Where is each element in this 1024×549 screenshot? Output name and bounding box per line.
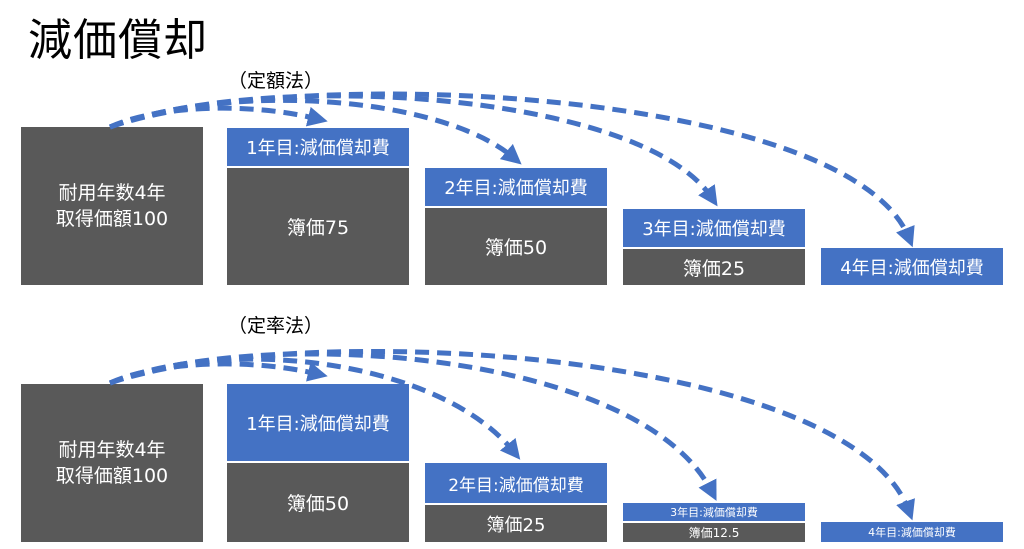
- straight-line-base-box: 耐用年数4年 取得価額100: [21, 127, 203, 285]
- sl-year4-expense: 4年目:減価償却費: [821, 248, 1003, 285]
- sl-year1-expense: 1年目:減価償却費: [227, 128, 409, 166]
- base-acquisition-cost: 取得価額100: [55, 208, 169, 230]
- base-acquisition-cost: 取得価額100: [55, 465, 169, 487]
- declining-balance-base-box: 耐用年数4年 取得価額100: [21, 384, 203, 542]
- sl-year2-book-value: 簿価50: [425, 208, 607, 285]
- sl-year3-book-value: 簿価25: [623, 249, 805, 285]
- db-year2-expense: 2年目:減価償却費: [425, 463, 607, 503]
- straight-line-label: （定額法）: [228, 70, 324, 92]
- sl-year2-expense: 2年目:減価償却費: [425, 168, 607, 206]
- arrow-sl-year2: [109, 97, 522, 165]
- db-year3-book-value: 簿価12.5: [623, 523, 805, 542]
- db-year1-expense: 1年目:減価償却費: [227, 384, 409, 461]
- base-useful-life: 耐用年数4年: [58, 439, 166, 461]
- db-year3-expense: 3年目:減価償却費: [623, 503, 805, 521]
- db-year1-book-value: 簿価50: [227, 463, 409, 542]
- db-year4-expense: 4年目:減価償却費: [821, 522, 1003, 542]
- db-year2-book-value: 簿価25: [425, 505, 607, 542]
- base-useful-life: 耐用年数4年: [58, 182, 166, 204]
- page-title: 減価償却: [28, 15, 208, 66]
- arrow-sl-year4: [109, 91, 915, 248]
- arrow-db-year3: [109, 351, 717, 501]
- sl-year1-book-value: 簿価75: [227, 168, 409, 285]
- arrow-db-year4: [109, 348, 915, 521]
- sl-year3-expense: 3年目:減価償却費: [623, 209, 805, 247]
- declining-balance-label: （定率法）: [228, 315, 324, 337]
